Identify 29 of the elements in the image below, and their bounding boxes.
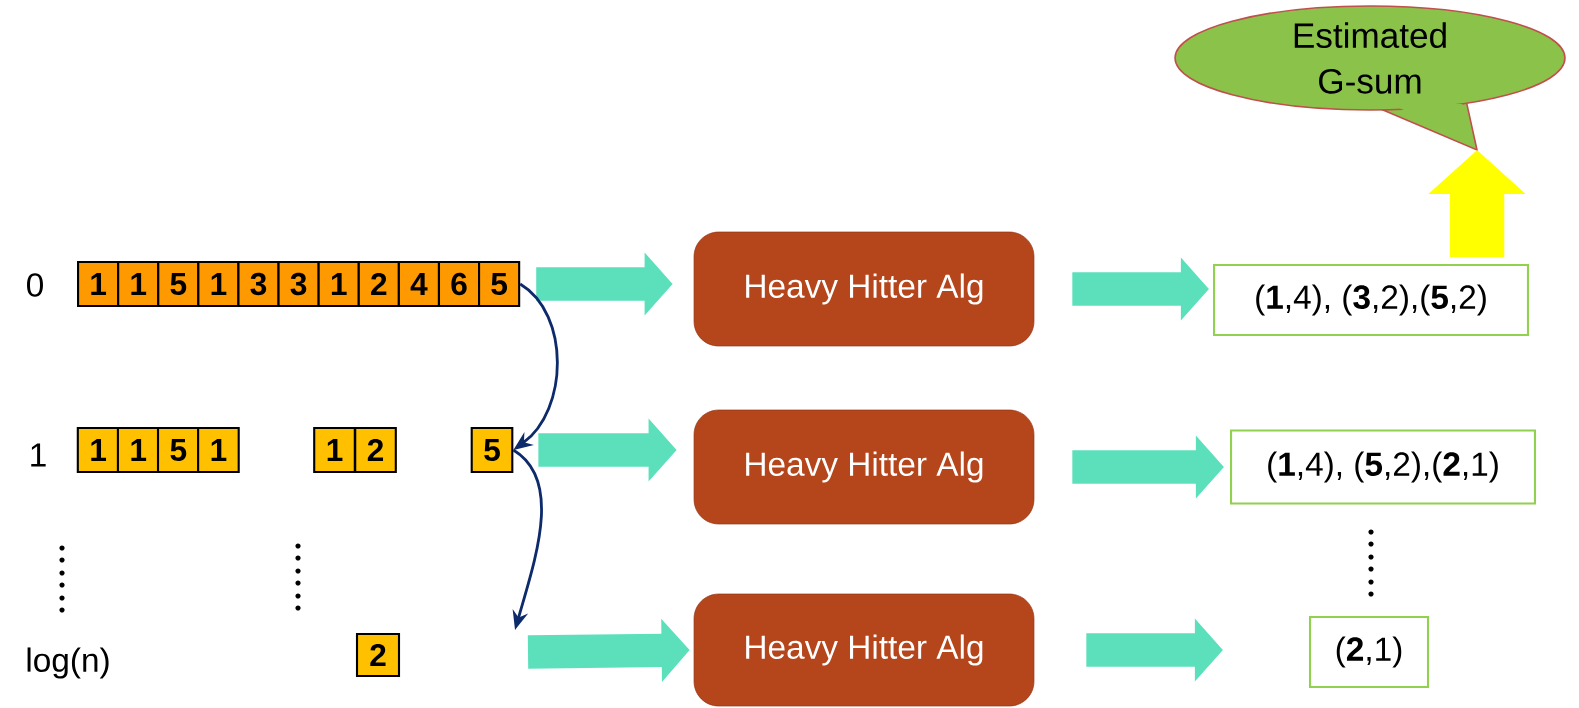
array-cell: 1: [76, 426, 120, 474]
process-box: Heavy Hitter Alg: [693, 409, 1035, 525]
process-box: Heavy Hitter Alg: [693, 231, 1035, 347]
array-cell: 3: [237, 260, 280, 308]
result-box: (2,1): [1308, 615, 1430, 689]
array-cell: 2: [354, 426, 397, 474]
speech-bubble: Estimated G-sum: [1174, 5, 1566, 152]
array-cell: 1: [117, 260, 160, 308]
row-label: 0: [27, 273, 43, 297]
array-cell: 2: [357, 260, 400, 308]
result-box: (1,4), (5,2),(2,1): [1230, 429, 1537, 505]
array-cell: 5: [156, 426, 200, 474]
array-cell: 2: [355, 632, 401, 678]
array-cell: 1: [197, 260, 240, 308]
array-cell: 5: [478, 260, 521, 308]
process-box: Heavy Hitter Alg: [693, 593, 1035, 707]
array-cell: 1: [116, 426, 160, 474]
array-cell: 6: [437, 260, 481, 308]
array-cell: 1: [77, 260, 120, 308]
array-cell: 5: [157, 260, 200, 308]
result-box: (1,4), (3,2),(5,2): [1213, 263, 1530, 337]
array-cell: 4: [397, 260, 440, 308]
array-cell: 1: [197, 426, 240, 474]
array-cell: 3: [277, 260, 320, 308]
row-label: 1: [31, 443, 46, 467]
array-cell: 1: [317, 260, 360, 308]
array-cell: 1: [313, 426, 356, 474]
row-label: log(n): [27, 647, 109, 679]
array-cell: 5: [470, 426, 514, 474]
